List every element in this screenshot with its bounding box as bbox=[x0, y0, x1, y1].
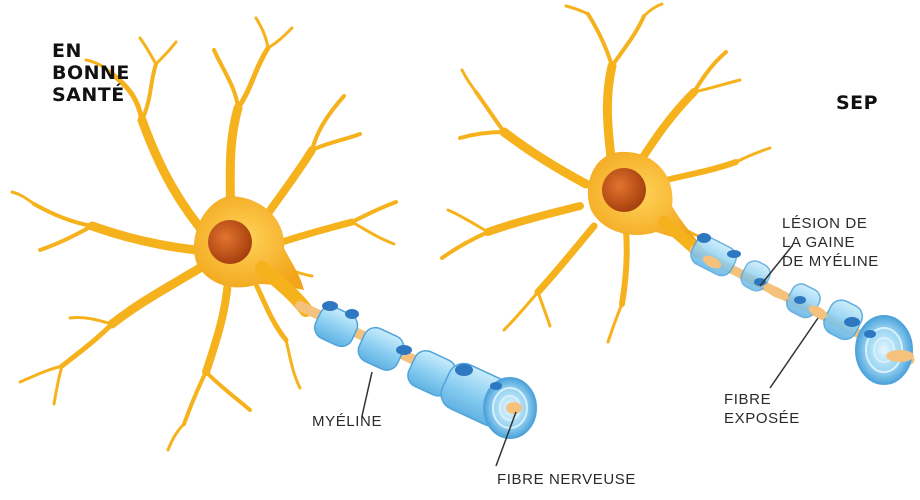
exposed-fiber-pointer bbox=[770, 318, 818, 388]
myelin-lesion-label: LÉSION DE LA GAINE DE MYÉLINE bbox=[782, 214, 879, 271]
exposed-fiber-label: FIBRE EXPOSÉE bbox=[724, 390, 800, 428]
nerve-fiber-label: FIBRE NERVEUSE bbox=[497, 470, 636, 489]
ms-panel-title: SEP bbox=[836, 92, 878, 114]
myelin-pointer bbox=[362, 372, 372, 416]
ms-nucleus bbox=[602, 168, 646, 212]
myelin-label: MYÉLINE bbox=[312, 412, 382, 431]
healthy-panel-title: EN BONNE SANTÉ bbox=[52, 40, 130, 106]
ms-neuron bbox=[442, 4, 914, 388]
healthy-nucleus bbox=[208, 220, 252, 264]
ms-axon-end bbox=[856, 316, 914, 384]
